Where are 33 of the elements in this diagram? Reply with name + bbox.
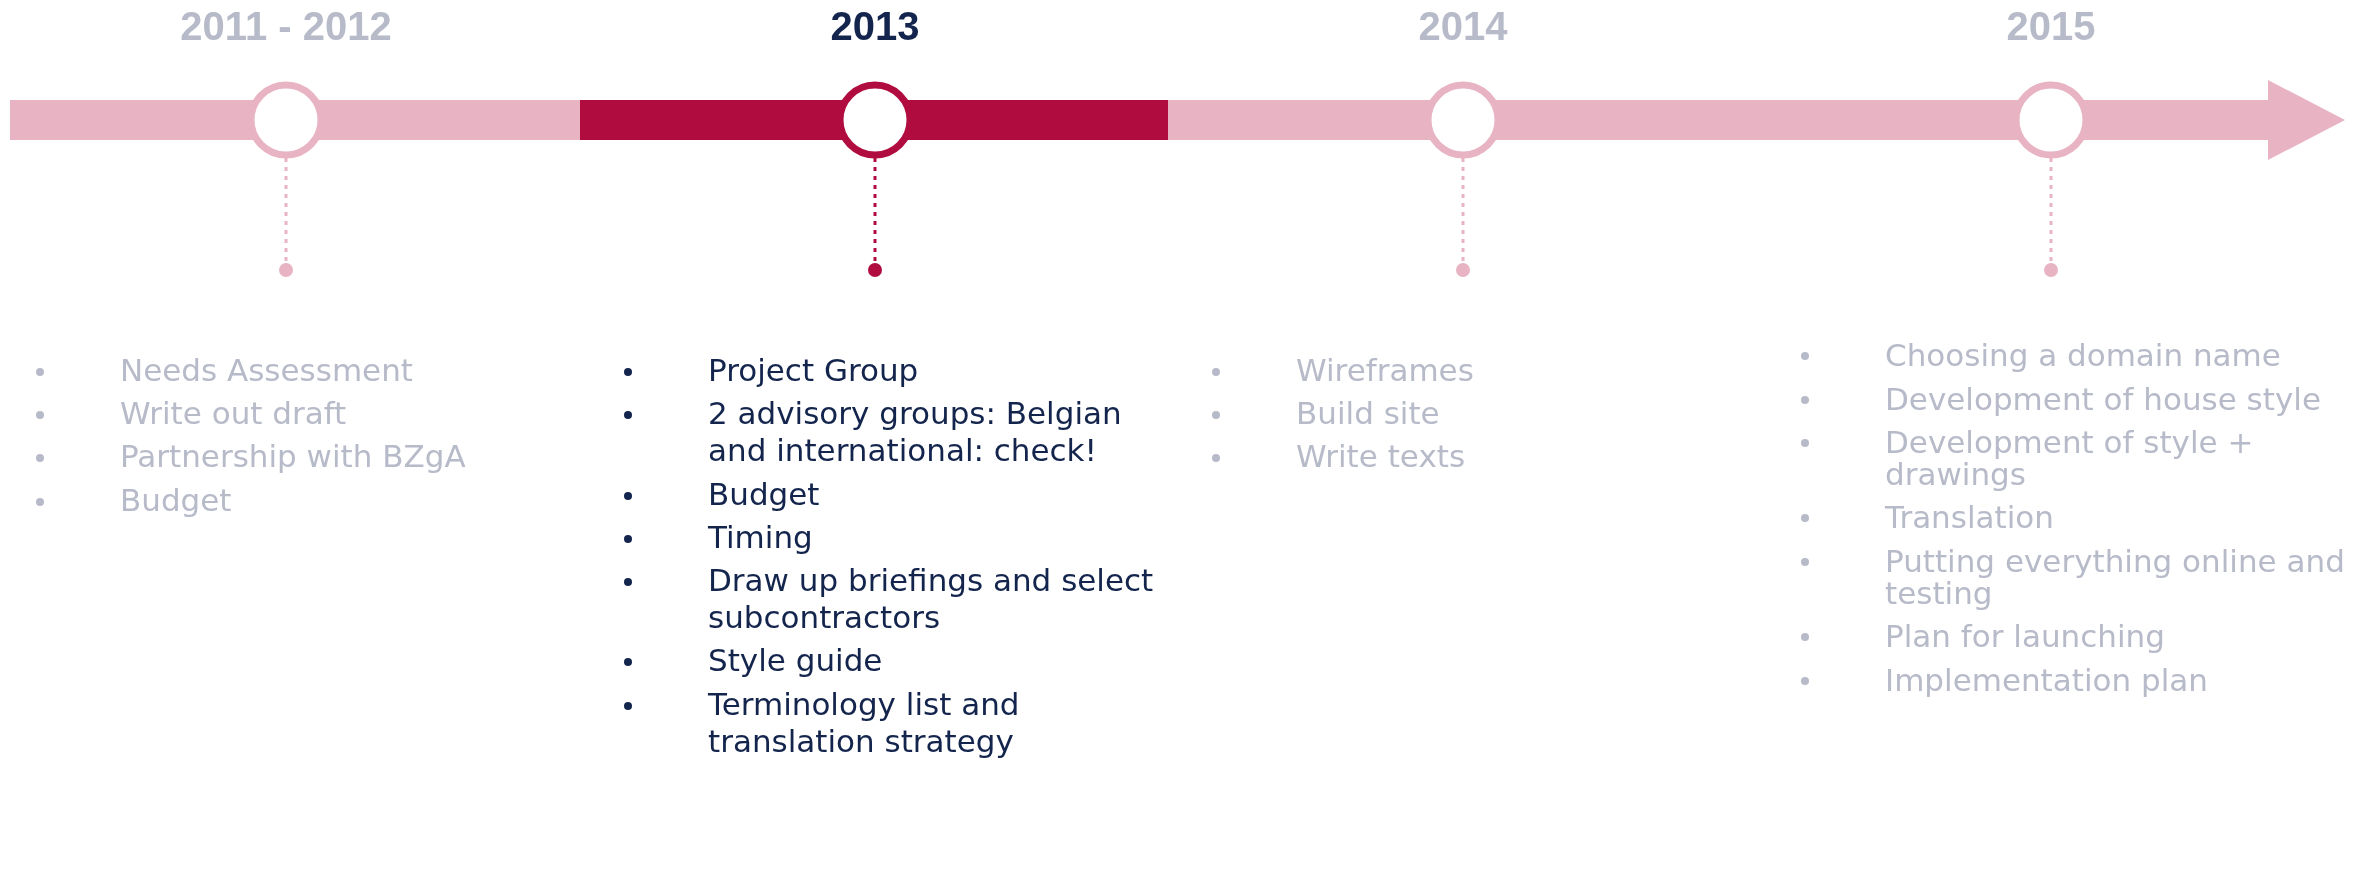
list-item: Development of house style <box>1885 380 2321 417</box>
list-item: Budget <box>708 475 820 512</box>
list-item: Style guide <box>708 642 883 679</box>
dotted-line <box>873 158 877 263</box>
dotted-line <box>284 158 288 263</box>
list-item: Budget <box>120 481 232 518</box>
list-item: Choosing a domain name <box>1885 337 2281 373</box>
list-item: Needs Assessment <box>120 352 413 388</box>
list-item: Write out draft <box>120 395 347 432</box>
list-item: 2 advisory groups: Belgian and international: check! <box>708 395 1122 469</box>
list-item: Draw up briefings and select subcontractors <box>708 561 1154 636</box>
list-item: Translation <box>1885 499 2054 536</box>
list-item: Development of style + drawings <box>1885 424 2254 492</box>
end-dot <box>279 263 293 277</box>
end-dot <box>868 263 882 277</box>
list-item: Project Group <box>708 352 919 388</box>
year-label: 2011 - 2012 <box>179 4 393 49</box>
year-label: 2013 <box>829 4 921 49</box>
list-item: Terminology list and translation strategy <box>708 685 1020 759</box>
list-item: Build site <box>1296 395 1440 432</box>
year-label: 2014 <box>1417 4 1509 49</box>
list-item: Implementation plan <box>1885 661 2208 698</box>
dotted-line <box>2049 158 2053 263</box>
list-item: Wireframes <box>1296 352 1474 388</box>
list-item: Plan for launching <box>1885 618 2165 655</box>
end-dot <box>2044 263 2058 277</box>
list-item: Write texts <box>1296 438 1466 475</box>
dotted-line <box>1461 158 1465 263</box>
list-item: Partnership with BZgA <box>120 438 466 475</box>
year-label: 2015 <box>2005 4 2097 49</box>
end-dot <box>1456 263 1470 277</box>
list-item: Timing <box>708 518 813 555</box>
list-item: Putting everything online and testing <box>1885 543 2345 611</box>
